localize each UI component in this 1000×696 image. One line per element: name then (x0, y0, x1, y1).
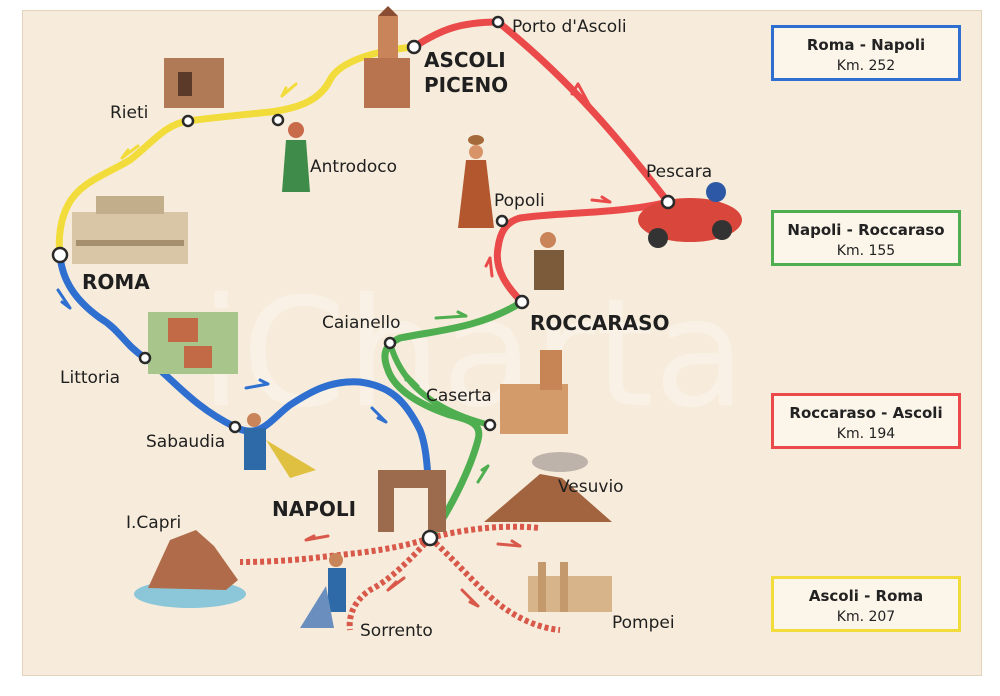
vesuvio-volcano-illustration (484, 452, 612, 522)
watermark-text: iCharta (200, 267, 746, 441)
legend-ascoli-roma: Ascoli - Roma Km. 207 (771, 576, 961, 632)
excursion-vesuvio (429, 523, 541, 541)
popoli-woman-illustration (458, 135, 494, 228)
arrow-icon (570, 82, 592, 108)
town-marker-popoli (495, 214, 509, 228)
town-marker-porto-dascoli (491, 15, 505, 29)
arrow-icon (434, 310, 468, 320)
route-roma-napoli (56, 251, 434, 542)
legend-roccaraso-ascoli: Roccaraso - Ascoli Km. 194 (771, 393, 961, 449)
town-marker-littoria (138, 351, 152, 365)
legend-route-name: Ascoli - Roma (808, 587, 924, 605)
label-sabaudia: Sabaudia (146, 432, 225, 452)
antrodoco-woman-illustration (282, 122, 310, 192)
label-capri: I.Capri (126, 513, 181, 533)
arrow-icon (370, 406, 388, 424)
arrow-icon (476, 464, 490, 484)
excursion-pompei (428, 535, 561, 633)
town-marker-sabaudia (228, 420, 242, 434)
arrow-icon (280, 82, 298, 98)
legend-route-name: Roma - Napoli (806, 36, 926, 54)
label-porto-dascoli: Porto d'Ascoli (512, 17, 627, 37)
label-pescara: Pescara (646, 162, 712, 182)
label-napoli: NAPOLI (272, 497, 356, 521)
pompei-ruins-illustration (528, 562, 612, 612)
label-rieti: Rieti (110, 103, 148, 123)
arrow-icon (304, 534, 330, 542)
arrow-icon (590, 195, 612, 204)
legend-distance: Km. 194 (836, 426, 896, 442)
sabaudia-reaper-illustration (244, 413, 316, 478)
town-marker-rieti (181, 114, 195, 128)
excursion-capri (239, 535, 431, 565)
caserta-palace-illustration (500, 350, 568, 434)
rieti-building-illustration (164, 58, 224, 108)
legend-roma-napoli: Roma - Napoli Km. 252 (771, 25, 961, 81)
label-sorrento: Sorrento (360, 621, 433, 641)
arrow-icon (386, 576, 406, 592)
town-marker-caianello (383, 336, 397, 350)
town-marker-antrodoco (271, 113, 285, 127)
ascoli-tower-illustration (364, 6, 410, 108)
label-roma: ROMA (82, 270, 150, 294)
label-popoli: Popoli (494, 191, 545, 211)
legend-route-name: Roccaraso - Ascoli (789, 404, 943, 422)
route-caserta-branch (387, 340, 493, 428)
label-ascoli-piceno-line1: ASCOLI (424, 48, 506, 72)
legend-napoli-roccaraso: Napoli - Roccaraso Km. 155 (771, 210, 961, 266)
town-marker-napoli (421, 529, 439, 547)
legend-distance: Km. 207 (836, 609, 896, 625)
town-marker-pescara (660, 194, 676, 210)
littoria-farmhouse-illustration (148, 312, 238, 374)
excursion-sorrento (346, 535, 433, 631)
roma-monument-illustration (72, 196, 188, 264)
label-vesuvio: Vesuvio (558, 477, 624, 497)
route-napoli-roccaraso (381, 298, 526, 542)
label-caserta: Caserta (426, 386, 492, 406)
legend-distance: Km. 252 (836, 58, 896, 74)
label-caianello: Caianello (322, 313, 401, 333)
town-marker-roma (51, 246, 69, 264)
legend-distance: Km. 155 (836, 243, 896, 259)
arrow-icon (460, 588, 480, 608)
label-ascoli-piceno-line2: PICENO (424, 73, 508, 97)
arrow-icon (244, 378, 270, 390)
pescara-racecar-illustration (638, 182, 742, 248)
label-pompei: Pompei (612, 613, 675, 633)
town-marker-roccaraso (514, 294, 530, 310)
napoli-arch-illustration (378, 470, 446, 532)
label-littoria: Littoria (60, 368, 120, 388)
arrow-icon (402, 370, 420, 388)
capri-rocks-illustration (134, 530, 246, 608)
arrow-icon (56, 288, 72, 310)
label-antrodoco: Antrodoco (310, 157, 397, 177)
legend-route-name: Napoli - Roccaraso (787, 221, 945, 239)
sorrento-fisherman-illustration (300, 553, 346, 628)
town-marker-ascoli-piceno (406, 39, 422, 55)
roccaraso-skier-illustration (534, 232, 564, 290)
arrow-icon (484, 256, 494, 278)
arrow-icon (120, 144, 140, 160)
arrow-icon (496, 539, 522, 548)
town-marker-caserta (483, 418, 497, 432)
label-roccaraso: ROCCARASO (530, 311, 670, 335)
